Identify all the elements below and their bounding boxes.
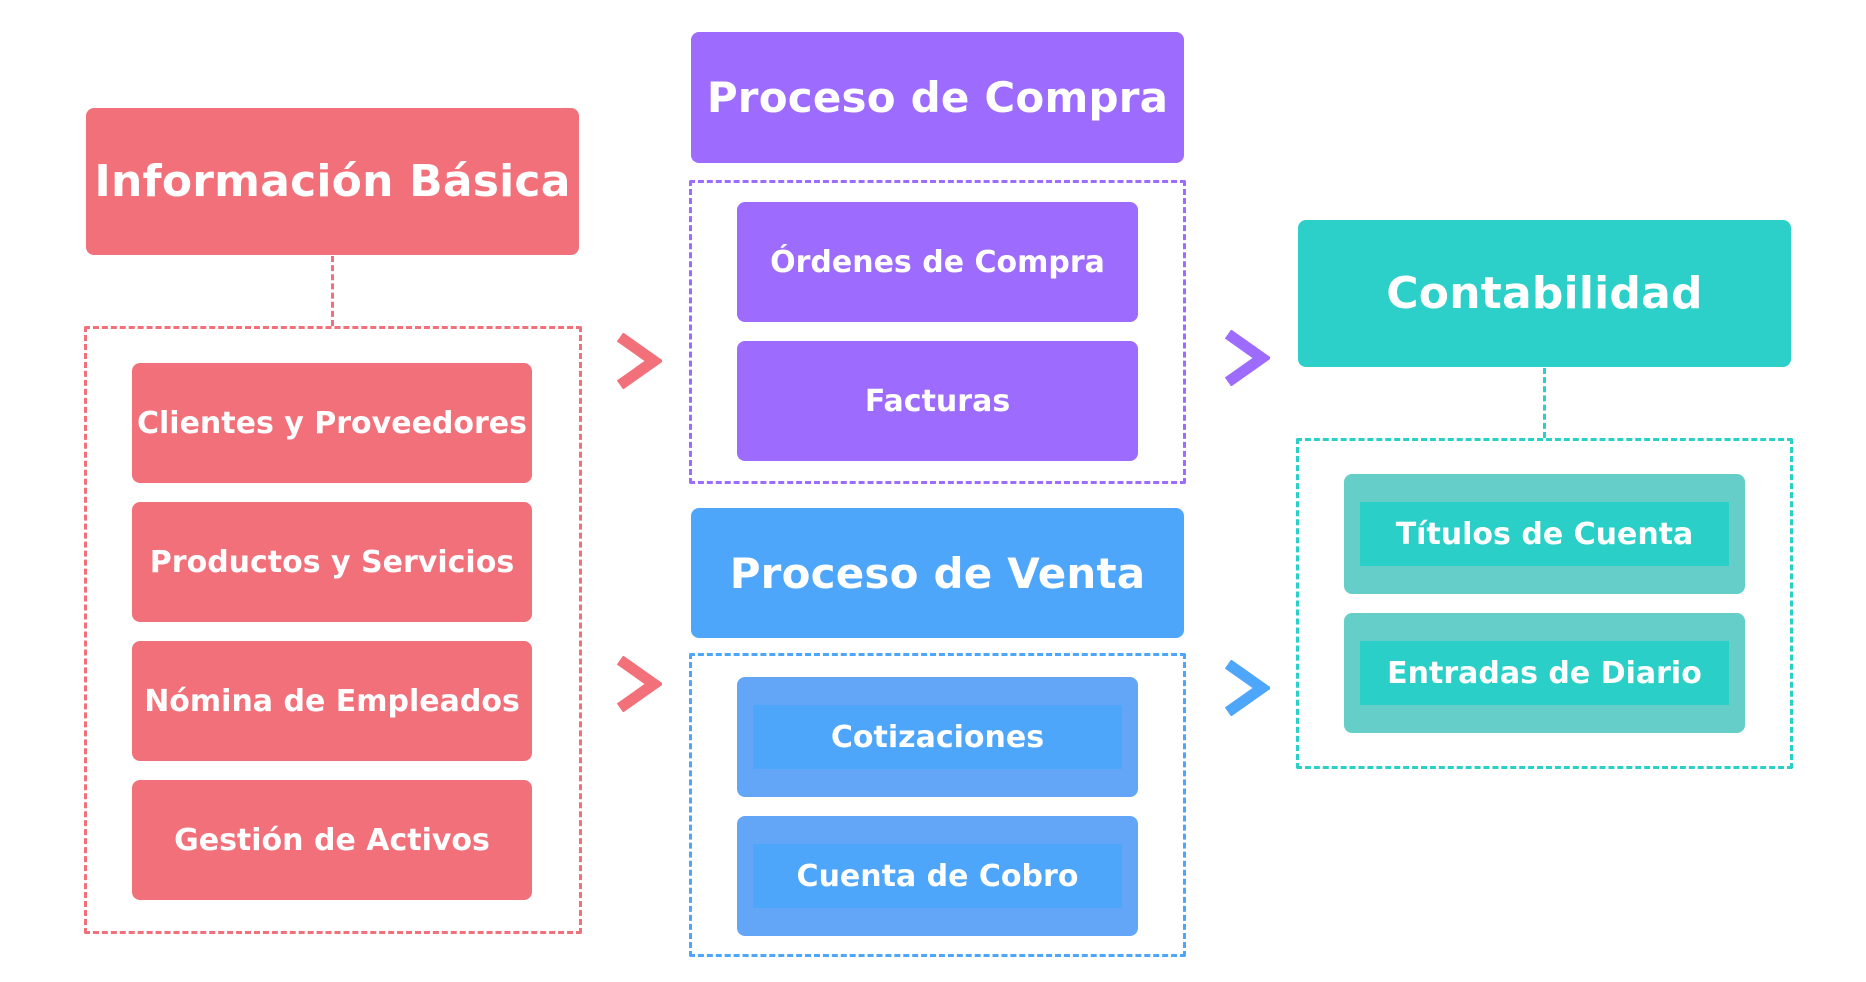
account-titles-item[interactable]: Títulos de Cuenta — [1344, 474, 1745, 594]
billing-account-label: Cuenta de Cobro — [796, 858, 1079, 894]
purchase-process-group — [689, 180, 1186, 484]
basic-info-group — [84, 326, 582, 934]
accounting-connector — [1543, 368, 1546, 438]
journal-entries-label: Entradas de Diario — [1387, 655, 1702, 691]
basic-info-connector — [331, 256, 334, 326]
billing-account-item[interactable]: Cuenta de Cobro — [737, 816, 1138, 936]
basic-info-item-asset-management[interactable]: Gestión de Activos — [132, 780, 532, 900]
basic-info-item-products-services[interactable]: Productos y Servicios — [132, 502, 532, 622]
quotes-item[interactable]: Cotizaciones — [737, 677, 1138, 797]
account-titles-label: Títulos de Cuenta — [1395, 516, 1694, 552]
basic-info-header: Información Básica — [86, 108, 579, 255]
purchase-process-header: Proceso de Compra — [691, 32, 1184, 163]
invoices-item[interactable]: Facturas — [737, 341, 1138, 461]
chevron-right-icon — [1220, 330, 1270, 386]
quotes-label: Cotizaciones — [830, 719, 1045, 755]
chevron-right-icon — [612, 656, 662, 712]
basic-info-item-clients-suppliers[interactable]: Clientes y Proveedores — [132, 363, 532, 483]
chevron-right-icon — [1220, 660, 1270, 716]
sales-process-header: Proceso de Venta — [691, 508, 1184, 638]
accounting-group — [1296, 438, 1793, 769]
journal-entries-item[interactable]: Entradas de Diario — [1344, 613, 1745, 733]
sales-process-group — [689, 653, 1186, 957]
accounting-header: Contabilidad — [1298, 220, 1791, 367]
chevron-right-icon — [612, 333, 662, 389]
purchase-orders-item[interactable]: Órdenes de Compra — [737, 202, 1138, 322]
basic-info-item-payroll[interactable]: Nómina de Empleados — [132, 641, 532, 761]
